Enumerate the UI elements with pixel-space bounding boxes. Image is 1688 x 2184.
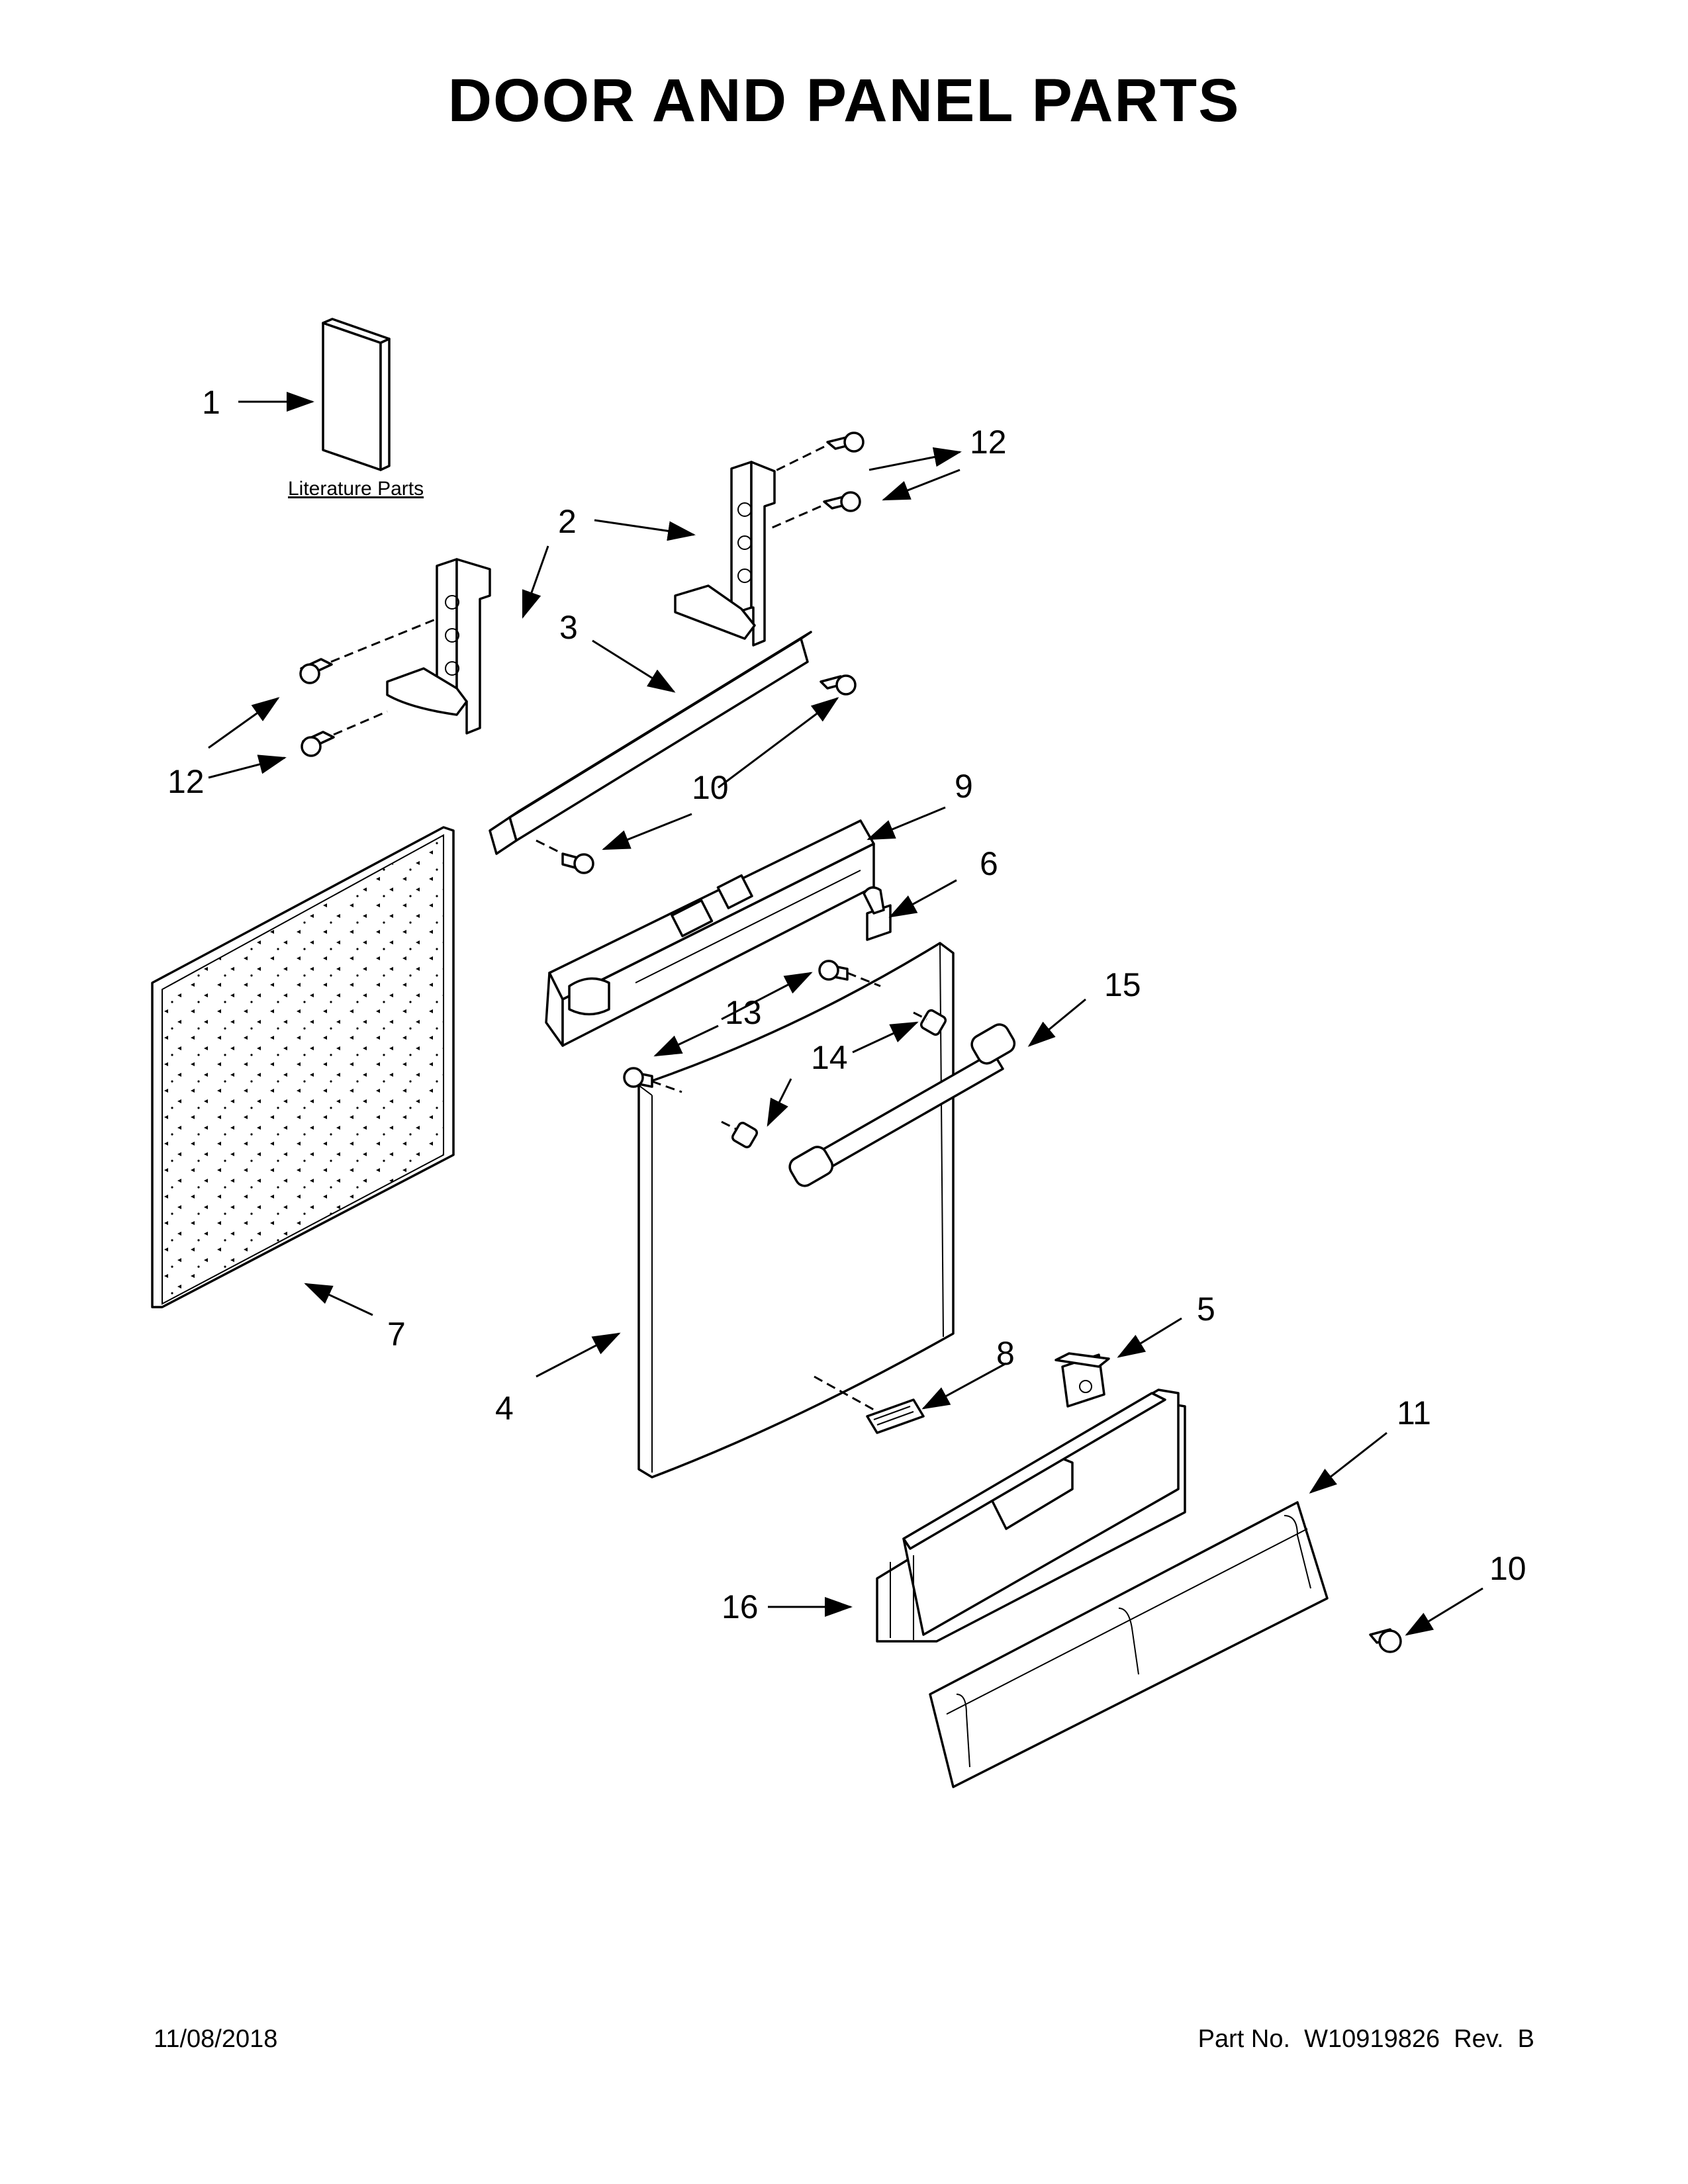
- leader-lines: [208, 392, 1483, 1636]
- callout-5: 5: [1197, 1291, 1215, 1328]
- screw-13-bottom: [623, 1067, 682, 1093]
- callout-numbers: 1 2 3 4 5 6 7 8 9 10 10 11 12 12 13 14 1…: [167, 384, 1526, 1625]
- screw-12-right-bottom: [767, 491, 861, 531]
- callout-3: 3: [559, 609, 578, 646]
- screw-10-middle: [536, 839, 594, 874]
- handle-stud-bottom: [721, 1120, 759, 1149]
- callout-11: 11: [1397, 1394, 1431, 1432]
- screw-12-left-bottom: [301, 710, 388, 757]
- inner-door-panel: [151, 826, 455, 1308]
- screw-12-left-top: [299, 617, 438, 684]
- hinge-bracket-right: [674, 461, 776, 647]
- callout-9: 9: [955, 768, 973, 805]
- screw-10-bottom: [1369, 1628, 1402, 1653]
- literature-parts-label: Literature Parts: [288, 478, 424, 500]
- vent-clip: [863, 886, 892, 941]
- callout-14: 14: [811, 1039, 848, 1076]
- callout-1: 1: [202, 384, 220, 421]
- callout-12-right: 12: [970, 424, 1007, 461]
- literature-part: Literature Parts: [288, 318, 424, 500]
- mounting-channel: [489, 631, 812, 855]
- toe-panel: [929, 1501, 1329, 1788]
- callout-6: 6: [980, 845, 998, 882]
- toe-insulation: [876, 1388, 1186, 1643]
- callout-8: 8: [996, 1335, 1015, 1372]
- callout-2: 2: [558, 503, 577, 540]
- toe-panel-clip: [1055, 1352, 1110, 1408]
- callout-15: 15: [1104, 966, 1141, 1003]
- callout-4: 4: [495, 1390, 514, 1427]
- page-title: DOOR AND PANEL PARTS: [447, 67, 1241, 134]
- callout-7: 7: [387, 1316, 406, 1353]
- door-handle: [788, 1023, 1016, 1187]
- footer-date: 11/08/2018: [154, 2025, 278, 2053]
- badge: [814, 1375, 925, 1434]
- callout-16: 16: [722, 1588, 759, 1625]
- hinge-bracket-left: [386, 558, 491, 735]
- screw-13-top: [818, 960, 881, 987]
- callout-13: 13: [725, 994, 762, 1031]
- screw-12-right-top: [774, 432, 865, 473]
- footer-part-number: Part No. W10919826 Rev. B: [1197, 2025, 1534, 2053]
- callout-10-bottom: 10: [1489, 1550, 1526, 1587]
- callout-12-left: 12: [167, 763, 205, 800]
- outer-door-panel: [637, 942, 955, 1479]
- callout-10-top: 10: [692, 769, 729, 806]
- screw-10-top: [820, 674, 857, 696]
- handle-stud-top: [913, 1009, 947, 1036]
